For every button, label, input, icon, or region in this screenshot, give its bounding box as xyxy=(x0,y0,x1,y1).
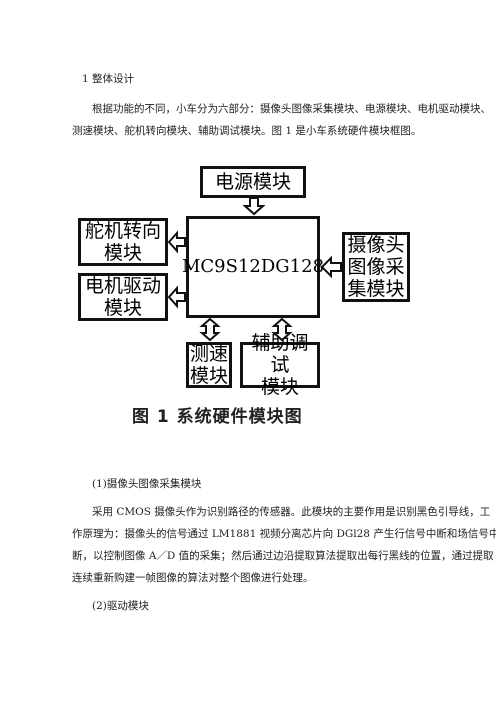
speed-module-box: 测速 模块 xyxy=(186,342,232,388)
debug-label-1: 辅助调试 xyxy=(251,332,309,376)
sub1-heading: (1)摄像头图像采集模块 xyxy=(92,478,202,490)
speed-label-2: 模块 xyxy=(189,365,228,387)
intro-line-1: 根据功能的不同，小车分为六部分：摄像头图像采集模块、电源模块、电机驱动模块、 xyxy=(92,103,491,115)
speed-label-1: 测速 xyxy=(189,343,228,365)
arrow-mcu-speed xyxy=(199,317,221,342)
section-title: 1 整体设计 xyxy=(82,73,135,85)
camera-label-2: 图像采 xyxy=(347,256,405,278)
sub1-line-2: 作原理为：摄像头的信号通过 LM1881 视频分离芯片向 DGl28 产生行信号… xyxy=(72,528,496,540)
arrow-mcu-to-steering xyxy=(167,230,186,254)
motor-label-1: 电机驱动 xyxy=(84,275,161,297)
steering-label-1: 舵机转向 xyxy=(84,220,161,242)
figure-caption: 图 1 系统硬件模块图 xyxy=(132,407,303,427)
camera-label-1: 摄像头 xyxy=(347,234,405,256)
intro-line-2: 测速模块、舵机转向模块、辅助调试模块。图 1 是小车系统硬件模块框图。 xyxy=(72,125,422,137)
mcu-label: MC9S12DG128 xyxy=(181,256,325,277)
motor-module-box: 电机驱动 模块 xyxy=(78,273,168,321)
mcu-box: MC9S12DG128 xyxy=(182,216,324,318)
sub1-line-3: 断，以控制图像 A／D 值的采集；然后通过边沿提取算法提取出每行黑线的位置，通过… xyxy=(72,550,494,562)
debug-module-box: 辅助调试 模块 xyxy=(240,332,320,398)
camera-module-box: 摄像头 图像采 集模块 xyxy=(342,232,410,302)
power-module-label: 电源模块 xyxy=(214,171,291,193)
sub1-line-1: 采用 CMOS 摄像头作为识别路径的传感器。此模块的主要作用是识别黑色引导线，工 xyxy=(92,506,491,518)
arrow-power-to-mcu xyxy=(242,197,266,216)
camera-label-3: 集模块 xyxy=(347,278,405,300)
power-module-box: 电源模块 xyxy=(200,166,306,198)
debug-label-2: 模块 xyxy=(260,376,299,398)
steering-label-2: 模块 xyxy=(103,242,142,264)
motor-label-2: 模块 xyxy=(103,297,142,319)
arrow-mcu-to-motor xyxy=(167,285,186,309)
sub1-line-4: 连续重新购建一帧图像的算法对整个图像进行处理。 xyxy=(72,572,314,584)
arrow-mcu-debug xyxy=(271,317,293,342)
steering-module-box: 舵机转向 模块 xyxy=(78,218,168,266)
sub2-heading: (2)驱动模块 xyxy=(92,600,149,612)
arrow-camera-to-mcu xyxy=(320,255,342,279)
